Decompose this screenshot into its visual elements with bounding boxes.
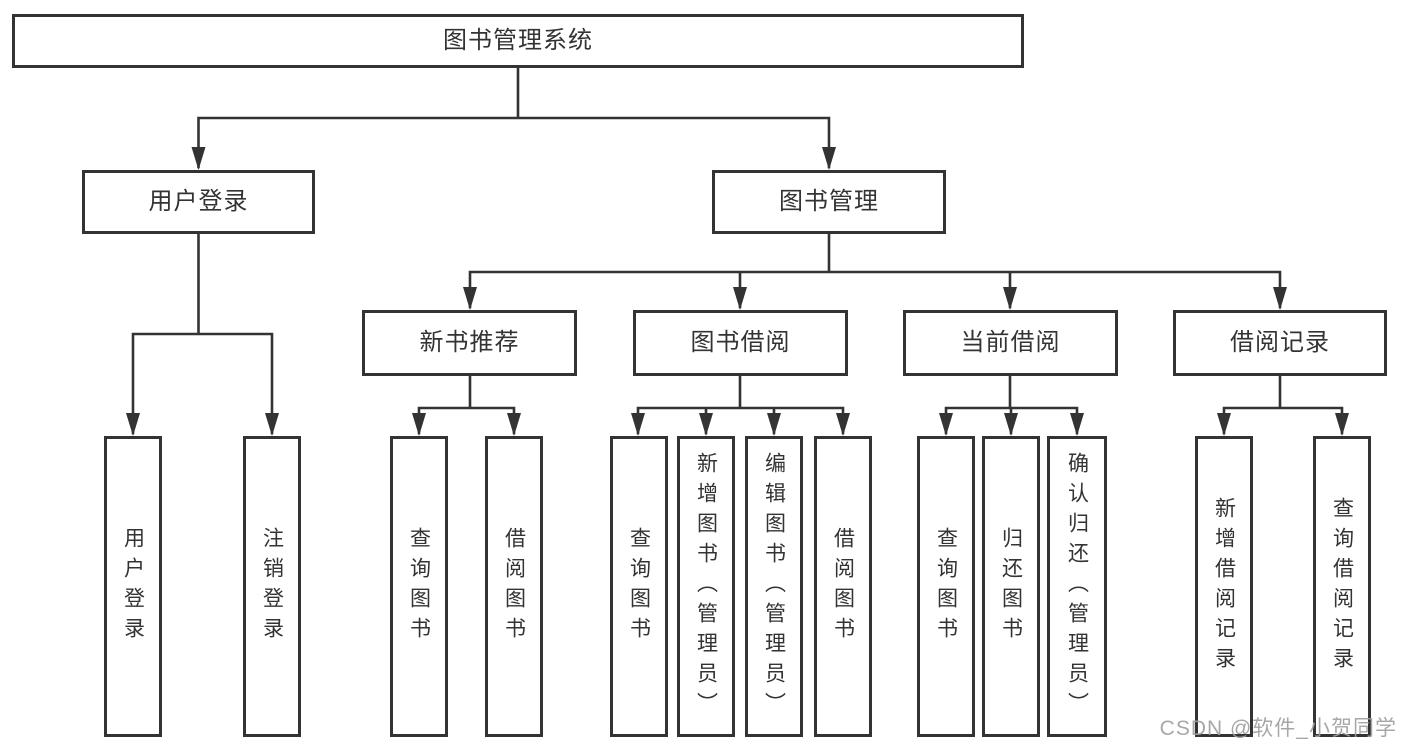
node-user-login: 用户登录 — [82, 170, 315, 234]
node-current-borrow-label: 当前借阅 — [960, 329, 1061, 356]
leaf-borrow-books-recommend: 借阅图书 — [485, 436, 543, 737]
node-book-management: 图书管理 — [712, 170, 946, 234]
leaf-logout: 注销登录 — [243, 436, 301, 737]
node-root: 图书管理系统 — [12, 14, 1024, 68]
leaf-query-books-current: 查询图书 — [917, 436, 975, 737]
node-new-book-recommend: 新书推荐 — [362, 310, 577, 376]
leaf-edit-books-admin: 编辑图书（管理员） — [745, 436, 803, 737]
leaf-query-borrow-record: 查询借阅记录 — [1313, 436, 1371, 737]
leaf-add-borrow-record: 新增借阅记录 — [1195, 436, 1253, 737]
node-book-borrow-label: 图书借阅 — [690, 329, 791, 356]
leaf-query-books-borrow: 查询图书 — [610, 436, 668, 737]
csdn-watermark: CSDN @软件_小贺同学 — [1159, 717, 1397, 740]
node-new-book-recommend-label: 新书推荐 — [419, 329, 520, 356]
arrowheads — [126, 147, 1349, 436]
leaf-return-books: 归还图书 — [982, 436, 1040, 737]
node-current-borrow: 当前借阅 — [903, 310, 1118, 376]
node-book-management-label: 图书管理 — [779, 188, 879, 215]
leaf-query-books-recommend: 查询图书 — [390, 436, 448, 737]
leaf-confirm-return-admin: 确认归还（管理员） — [1047, 436, 1107, 737]
leaf-add-books-admin: 新增图书（管理员） — [677, 436, 735, 737]
node-borrow-records-label: 借阅记录 — [1230, 329, 1330, 356]
leaf-borrow-books: 借阅图书 — [814, 436, 872, 737]
node-root-label: 图书管理系统 — [443, 27, 593, 54]
leaf-user-login: 用户登录 — [104, 436, 162, 737]
node-book-borrow: 图书借阅 — [633, 310, 848, 376]
node-borrow-records: 借阅记录 — [1173, 310, 1387, 376]
node-user-login-label: 用户登录 — [148, 188, 249, 215]
